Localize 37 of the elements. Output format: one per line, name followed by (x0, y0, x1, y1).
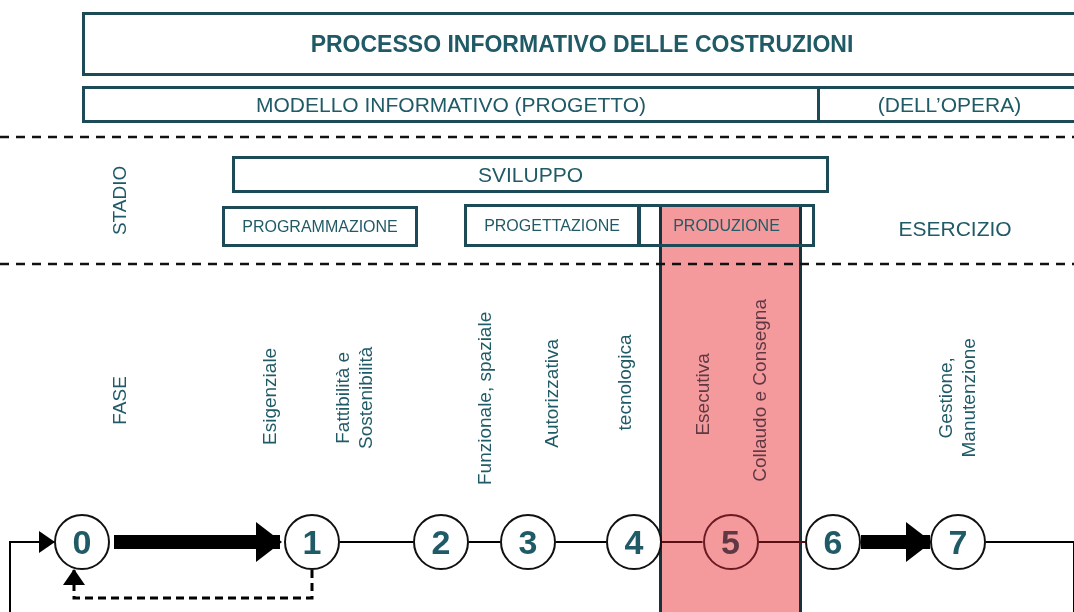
header-box: PROCESSO INFORMATIVO DELLE COSTRUZIONI (82, 12, 1074, 76)
highlight-band (659, 204, 802, 612)
phase-label: Esecutiva (691, 352, 714, 436)
connector-line (661, 541, 704, 543)
connector-line (555, 541, 607, 543)
connector-line (985, 541, 1074, 612)
arrow (114, 522, 282, 562)
stage-box: PROGETTAZIONE (464, 204, 640, 247)
phase-number-circle: 7 (930, 514, 986, 570)
phase-label: Esigenziale (258, 347, 281, 445)
phase-number-circle: 1 (284, 514, 340, 570)
connector-line (757, 541, 806, 543)
phase-number-circle: 6 (805, 514, 861, 570)
section-label: STADIO (108, 165, 131, 235)
arrow (861, 522, 932, 562)
connector-line (468, 541, 501, 543)
phase-label: Funzionale, spaziale (473, 311, 496, 485)
stage-box: PRODUZIONE (638, 204, 815, 247)
section-label: FASE (108, 375, 131, 425)
phase-label: tecnologica (613, 333, 636, 430)
stage-box: SVILUPPO (232, 156, 829, 193)
arrow (63, 569, 314, 600)
stage-box: PROGRAMMAZIONE (222, 206, 418, 247)
phase-label: Gestione, Manutenzione (935, 337, 980, 460)
phase-number-circle: 3 (500, 514, 556, 570)
section-label: ESERCIZIO (898, 215, 1012, 241)
phase-number-circle: 5 (702, 514, 759, 570)
phase-number-circle: 0 (54, 514, 110, 570)
phase-number-circle: 2 (413, 514, 469, 570)
phase-label: Autorizzativa (540, 338, 563, 448)
phase-number-circle: 4 (606, 514, 662, 570)
phase-label: Fattibilità e Sostenibilità (332, 345, 377, 452)
phase-label: Collaudo e Consegna (748, 298, 771, 482)
model-box: (DELL’OPERA) (817, 86, 1074, 123)
arrow (9, 531, 55, 612)
model-box: MODELLO INFORMATIVO (PROGETTO) (82, 86, 820, 123)
connector-line (339, 541, 414, 543)
